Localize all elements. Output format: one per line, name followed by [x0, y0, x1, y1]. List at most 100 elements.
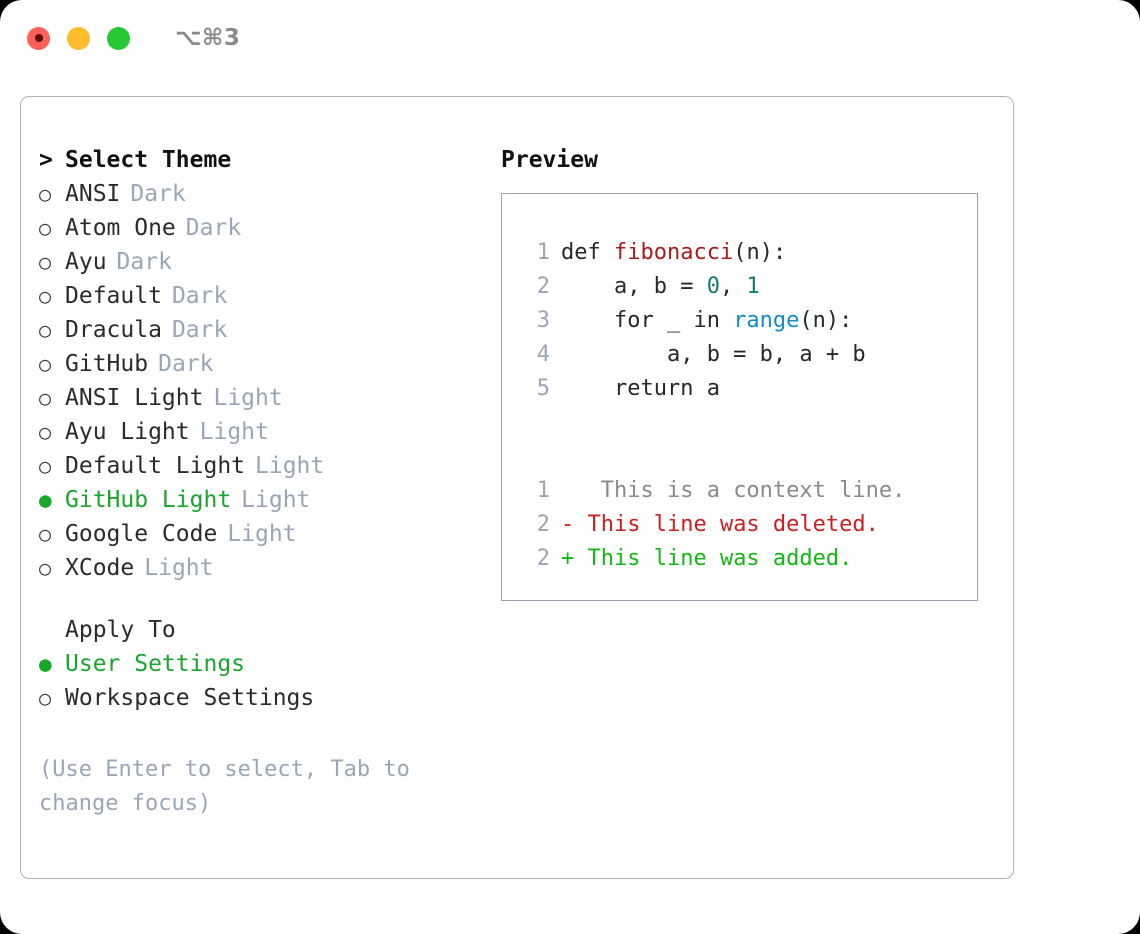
radio-off-icon[interactable]: ○: [39, 454, 52, 478]
close-dot-icon: [34, 34, 43, 42]
theme-item-default-light[interactable]: ○ Default Light Light: [39, 453, 499, 487]
diff-text: This line was deleted.: [574, 512, 879, 537]
theme-item-ayu[interactable]: ○ Ayu Dark: [39, 249, 499, 283]
line-number: 2: [536, 546, 550, 571]
apply-to-option-user-settings[interactable]: ● User Settings: [39, 651, 499, 685]
code-token: a, b =: [561, 274, 707, 299]
theme-item-github-light[interactable]: ● GitHub Light Light: [39, 487, 499, 521]
radio-off-icon[interactable]: ○: [39, 216, 52, 240]
line-number: 2: [536, 512, 550, 537]
theme-selection-column: > Select Theme ○ ANSI Dark ○ Atom One Da…: [39, 147, 499, 821]
apply-to-option-workspace-settings[interactable]: ○ Workspace Settings: [39, 685, 499, 719]
minimize-button-icon[interactable]: [67, 26, 90, 50]
spacer: [524, 410, 977, 444]
line-number: 5: [536, 376, 550, 401]
preview-panel: 1 def fibonacci (n): 2 a, b = 0 , 1 3 fo…: [501, 193, 978, 601]
theme-variant: Dark: [158, 351, 214, 377]
code-line: 3 for _ in range (n):: [524, 308, 977, 342]
code-token: def: [561, 240, 614, 265]
theme-name: Dracula: [65, 317, 162, 343]
apply-to-label: Workspace Settings: [65, 685, 315, 711]
line-number: 3: [536, 308, 550, 333]
theme-name: Ayu Light: [65, 419, 190, 445]
diff-marker: [561, 478, 574, 503]
section-title: Select Theme: [65, 147, 232, 173]
theme-name: GitHub: [65, 351, 149, 377]
line-number: 2: [536, 274, 550, 299]
diff-text: This line was added.: [574, 546, 853, 571]
radio-off-icon[interactable]: ○: [39, 386, 52, 410]
code-token: for _ in: [561, 308, 734, 333]
theme-item-dracula[interactable]: ○ Dracula Dark: [39, 317, 499, 351]
keyboard-shortcut-label: ⌥⌘3: [175, 25, 241, 51]
section-title: Apply To: [65, 617, 176, 643]
code-token: ,: [719, 274, 747, 299]
preview-title: Preview: [501, 147, 598, 173]
line-number: 1: [536, 478, 550, 503]
theme-variant: Dark: [185, 215, 242, 241]
traffic-light-group: [27, 26, 130, 50]
radio-off-icon[interactable]: ○: [39, 250, 52, 274]
theme-variant: Light: [241, 487, 311, 513]
code-token: (n):: [799, 308, 853, 333]
spacer: [524, 444, 977, 478]
code-line: 4 a, b = b, a + b: [524, 342, 977, 376]
theme-item-xcode[interactable]: ○ XCode Light: [39, 555, 499, 589]
theme-variant: Dark: [171, 317, 228, 343]
theme-name: Default: [65, 283, 162, 309]
theme-name: ANSI Light: [65, 385, 204, 411]
code-line: 1 def fibonacci (n):: [524, 240, 977, 274]
code-token: a, b = b, a + b: [561, 342, 866, 367]
radio-on-icon[interactable]: ●: [39, 652, 52, 676]
theme-name: GitHub Light: [65, 487, 232, 513]
theme-item-default[interactable]: ○ Default Dark: [39, 283, 499, 317]
select-theme-heading: > Select Theme: [39, 147, 499, 181]
radio-off-icon[interactable]: ○: [39, 284, 52, 308]
diff-line-added: 2 + This line was added.: [524, 546, 977, 580]
theme-variant: Dark: [130, 181, 186, 207]
theme-variant: Dark: [116, 249, 172, 275]
theme-item-google-code[interactable]: ○ Google Code Light: [39, 521, 499, 555]
preview-column: Preview 1 def fibonacci (n): 2 a, b = 0 …: [501, 147, 1001, 601]
theme-variant: Light: [227, 521, 297, 547]
radio-off-icon[interactable]: ○: [39, 686, 52, 710]
theme-variant: Light: [255, 453, 325, 479]
radio-off-icon[interactable]: ○: [39, 182, 52, 206]
theme-name: XCode: [65, 555, 135, 581]
code-line: 5 return a: [524, 376, 977, 410]
theme-item-ayu-light[interactable]: ○ Ayu Light Light: [39, 419, 499, 453]
theme-item-atom-one[interactable]: ○ Atom One Dark: [39, 215, 499, 249]
main-panel: > Select Theme ○ ANSI Dark ○ Atom One Da…: [20, 96, 1014, 879]
line-number: 4: [536, 342, 550, 367]
diff-marker: +: [561, 546, 575, 571]
line-number: 1: [536, 240, 550, 265]
maximize-button-icon[interactable]: [107, 26, 130, 50]
code-token: (n):: [733, 240, 787, 265]
code-token-number: 0: [706, 274, 720, 299]
theme-item-ansi-light[interactable]: ○ ANSI Light Light: [39, 385, 499, 419]
radio-off-icon[interactable]: ○: [39, 522, 52, 546]
diff-marker: -: [561, 512, 575, 537]
radio-on-icon[interactable]: ●: [39, 488, 52, 512]
code-token: return a: [561, 376, 720, 401]
apply-to-heading: ○ Apply To: [39, 617, 499, 651]
code-token-function: fibonacci: [613, 240, 734, 265]
diff-line-deleted: 2 - This line was deleted.: [524, 512, 977, 546]
radio-off-icon[interactable]: ○: [39, 420, 52, 444]
radio-off-icon[interactable]: ○: [39, 352, 52, 376]
theme-item-github[interactable]: ○ GitHub Dark: [39, 351, 499, 385]
radio-off-icon[interactable]: ○: [39, 318, 52, 342]
theme-name: Atom One: [65, 215, 176, 241]
code-line: 2 a, b = 0 , 1: [524, 274, 977, 308]
theme-variant: Dark: [171, 283, 228, 309]
radio-off-icon[interactable]: ○: [39, 556, 52, 580]
theme-variant: Light: [213, 385, 283, 411]
code-token-call: range: [733, 308, 800, 333]
theme-variant: Light: [199, 419, 269, 445]
close-button-icon[interactable]: [27, 26, 50, 50]
theme-name: Ayu: [65, 249, 107, 275]
code-token-number: 1: [746, 274, 760, 299]
theme-item-ansi[interactable]: ○ ANSI Dark: [39, 181, 499, 215]
theme-name: ANSI: [65, 181, 121, 207]
